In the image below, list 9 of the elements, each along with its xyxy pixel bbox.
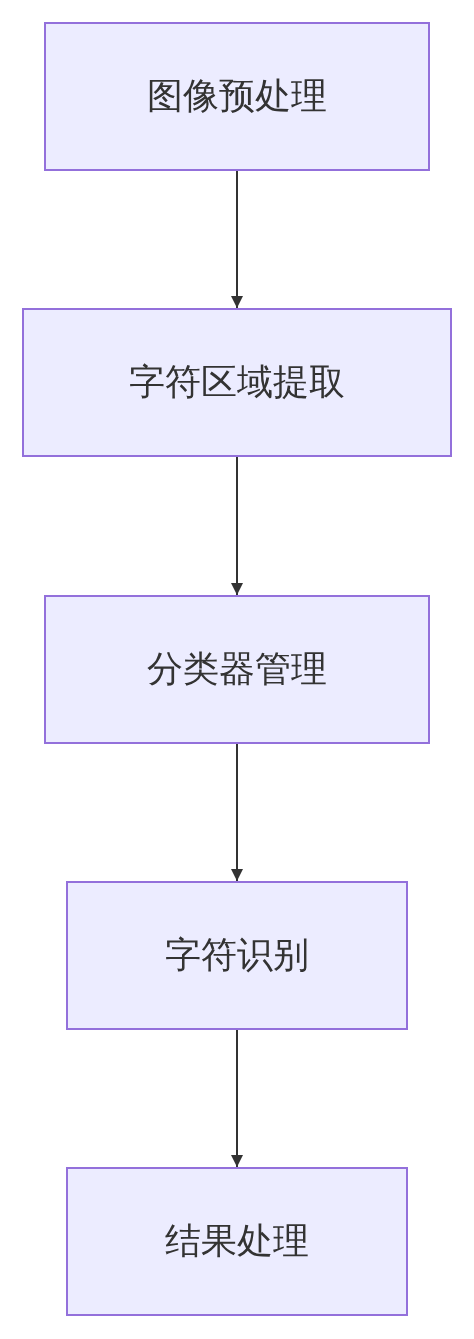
arrow [231,170,243,309]
process-box: 分类器管理 [44,595,430,744]
arrow [231,743,243,882]
arrow [231,456,243,596]
process-box: 图像预处理 [44,22,430,171]
process-box: 结果处理 [66,1167,408,1316]
arrow [231,1029,243,1168]
process-box: 字符区域提取 [22,308,452,457]
process-box: 字符识别 [66,881,408,1030]
